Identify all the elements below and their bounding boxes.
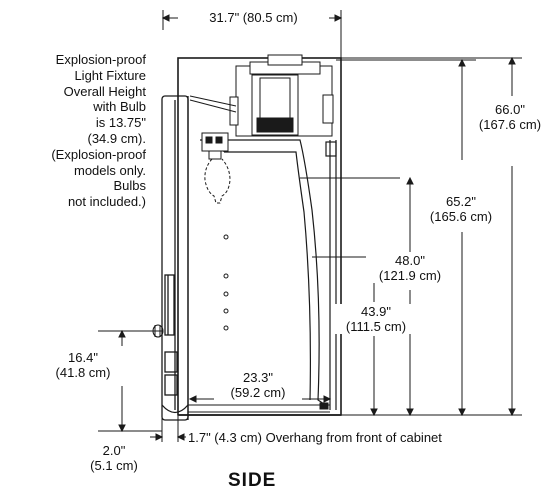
width-dimension-line — [161, 10, 343, 58]
sash-frame — [161, 95, 189, 421]
height-65-label: 65.2" (165.6 cm) — [418, 194, 504, 224]
base-height-cm: (5.1 cm) — [90, 458, 138, 473]
work-surface — [188, 402, 330, 413]
rear-baffle — [200, 139, 337, 410]
note-line: Bulbs — [113, 178, 146, 194]
height-66-inches: 66.0" — [495, 102, 525, 117]
height-65-inches: 65.2" — [446, 194, 476, 209]
light-fixture-note: Explosion-proof Light Fixture Overall He… — [8, 52, 146, 210]
handle-height-cm: (41.8 cm) — [55, 365, 111, 380]
interior-service-fittings — [223, 234, 229, 331]
height-66-label: 66.0" (167.6 cm) — [468, 102, 550, 132]
note-line: Explosion-proof — [55, 52, 146, 67]
handle-height-dimension — [98, 329, 162, 433]
light-fixture — [201, 132, 231, 204]
note-line: with Bulb — [93, 99, 146, 115]
width-label: 31.7" (80.5 cm) — [178, 10, 329, 25]
depth-inches: 23.3" — [243, 370, 273, 385]
handle-height-inches: 16.4" — [68, 350, 98, 365]
height-48-label: 48.0" (121.9 cm) — [366, 253, 454, 283]
note-line: is 13.75" — [95, 115, 146, 131]
cabinet-outline — [177, 57, 342, 416]
base-height-label: 2.0" (5.1 cm) — [82, 443, 146, 473]
note-line: models only. — [73, 162, 146, 178]
note-line: not included.) — [67, 194, 146, 210]
base-height-inches: 2.0" — [102, 443, 126, 458]
height-48-inches: 48.0" — [395, 253, 425, 268]
base-dimension-lines — [150, 416, 186, 442]
note-line: (Explosion-proof — [51, 146, 146, 162]
height-43-inches: 43.9" — [361, 304, 391, 319]
note-line: Light Fixture — [74, 67, 146, 83]
depth-dimension-line — [188, 395, 332, 403]
view-title: SIDE — [228, 470, 277, 491]
blower-assembly — [189, 54, 334, 137]
height-66-cm: (167.6 cm) — [478, 117, 542, 132]
depth-cm: (59.2 cm) — [230, 385, 286, 400]
height-48-cm: (121.9 cm) — [378, 268, 442, 283]
note-line: (34.9 cm). — [87, 130, 146, 146]
height-43-label: 43.9" (111.5 cm) — [334, 304, 418, 334]
height-43-cm: (111.5 cm) — [345, 319, 407, 334]
handle-height-label: 16.4" (41.8 cm) — [40, 350, 126, 380]
note-line: Overall Height — [63, 83, 146, 99]
sash-handle — [150, 324, 164, 338]
height-65-cm: (165.6 cm) — [429, 209, 493, 224]
overhang-label: 1.7" (4.3 cm) Overhang from front of cab… — [188, 430, 442, 445]
depth-label: 23.3" (59.2 cm) — [214, 370, 302, 400]
